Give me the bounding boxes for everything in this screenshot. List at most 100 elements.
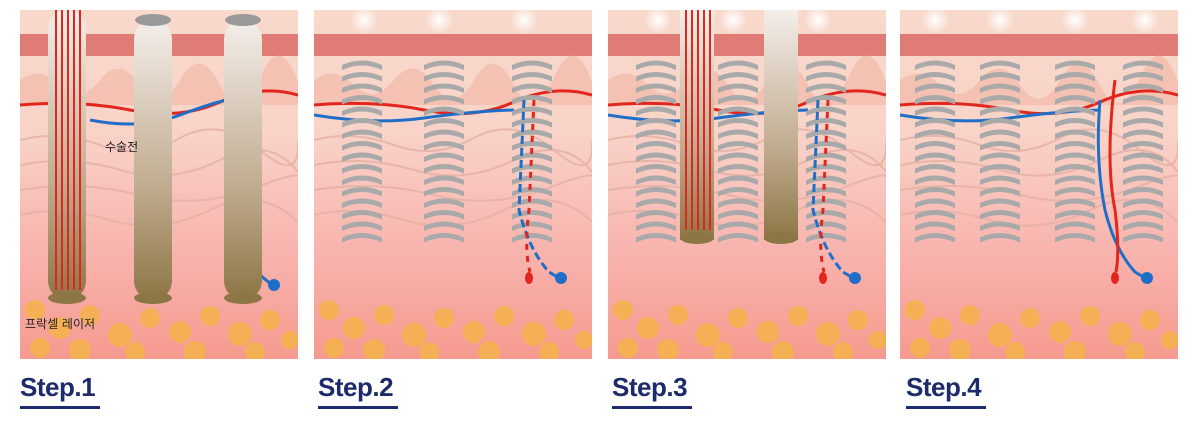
step2-caption: Step.2 bbox=[318, 372, 394, 402]
step3-panel bbox=[608, 10, 886, 359]
coil-ring bbox=[424, 175, 464, 185]
step2-underline bbox=[318, 406, 398, 409]
coil-ring bbox=[915, 60, 955, 70]
coil-ring bbox=[1055, 198, 1095, 208]
coil-ring bbox=[1055, 233, 1095, 243]
coil-ring bbox=[915, 106, 955, 116]
coil-ring bbox=[1123, 221, 1163, 231]
coil-ring bbox=[636, 141, 676, 151]
coil-ring bbox=[806, 210, 846, 220]
annotation-fraxel-laser: 프락셀 레이저 bbox=[25, 317, 96, 331]
coil-ring bbox=[1055, 152, 1095, 162]
coil-ring bbox=[636, 198, 676, 208]
coil-ring bbox=[342, 141, 382, 151]
coil-ring bbox=[424, 221, 464, 231]
coil-ring bbox=[718, 210, 758, 220]
step2-diagram bbox=[314, 10, 592, 359]
coil-ring bbox=[424, 72, 464, 82]
coil-ring bbox=[512, 95, 552, 105]
coil-ring bbox=[424, 141, 464, 151]
step3-diagram bbox=[608, 10, 886, 359]
step3-caption: Step.3 bbox=[612, 372, 688, 402]
coil-ring bbox=[980, 164, 1020, 174]
coil-ring bbox=[980, 60, 1020, 70]
coil-ring bbox=[424, 106, 464, 116]
coil-ring bbox=[512, 118, 552, 128]
coil-ring bbox=[424, 233, 464, 243]
step4-caption: Step.4 bbox=[906, 372, 982, 402]
coil-ring bbox=[636, 129, 676, 139]
coil-ring bbox=[636, 106, 676, 116]
step2-panel bbox=[314, 10, 592, 359]
coil-ring bbox=[424, 129, 464, 139]
coil-ring bbox=[915, 221, 955, 231]
coil-ring bbox=[806, 60, 846, 70]
coil-ring bbox=[1123, 187, 1163, 197]
coil-ring bbox=[1123, 95, 1163, 105]
coil-ring bbox=[1123, 106, 1163, 116]
coil-ring bbox=[980, 95, 1020, 105]
coil-ring bbox=[806, 95, 846, 105]
coil-ring bbox=[806, 187, 846, 197]
coil-ring bbox=[636, 187, 676, 197]
coil-ring bbox=[636, 152, 676, 162]
step1-underline bbox=[20, 406, 100, 409]
coil-ring bbox=[718, 141, 758, 151]
coil-ring bbox=[1123, 83, 1163, 93]
coil-ring bbox=[1123, 60, 1163, 70]
coil-ring bbox=[718, 60, 758, 70]
coil-ring bbox=[915, 141, 955, 151]
coil-ring bbox=[636, 164, 676, 174]
coil-ring bbox=[915, 198, 955, 208]
coil-ring bbox=[342, 118, 382, 128]
step4-underline bbox=[906, 406, 986, 409]
step3-underline bbox=[612, 406, 692, 409]
coil-ring bbox=[1055, 106, 1095, 116]
coil-ring bbox=[718, 221, 758, 231]
coil-ring bbox=[636, 83, 676, 93]
coil-ring bbox=[512, 210, 552, 220]
coil-ring bbox=[424, 198, 464, 208]
coil-ring bbox=[342, 95, 382, 105]
coil-ring bbox=[636, 95, 676, 105]
coil-ring bbox=[1055, 60, 1095, 70]
coil-ring bbox=[342, 129, 382, 139]
coil-ring bbox=[636, 175, 676, 185]
coil-ring bbox=[342, 221, 382, 231]
coil-ring bbox=[915, 210, 955, 220]
coil-ring bbox=[980, 187, 1020, 197]
coil-ring bbox=[915, 72, 955, 82]
coil-ring bbox=[342, 60, 382, 70]
coil-ring bbox=[915, 233, 955, 243]
coil-ring bbox=[980, 152, 1020, 162]
coil-ring bbox=[980, 118, 1020, 128]
coil-ring bbox=[980, 221, 1020, 231]
coil-ring bbox=[915, 129, 955, 139]
coil-ring bbox=[1055, 72, 1095, 82]
coil-ring bbox=[424, 152, 464, 162]
coil-ring bbox=[806, 175, 846, 185]
coil-ring bbox=[980, 210, 1020, 220]
step1-panel: 수술전 프락셀 레이저 bbox=[20, 10, 298, 359]
coil-ring bbox=[512, 187, 552, 197]
coil-ring bbox=[1123, 164, 1163, 174]
coil-ring bbox=[718, 72, 758, 82]
coil-ring bbox=[1123, 152, 1163, 162]
coil-ring bbox=[718, 175, 758, 185]
coil-ring bbox=[636, 210, 676, 220]
step1-caption: Step.1 bbox=[20, 372, 96, 402]
coil-ring bbox=[915, 95, 955, 105]
coil-ring bbox=[636, 118, 676, 128]
coil-ring bbox=[980, 72, 1020, 82]
coil-ring bbox=[806, 106, 846, 116]
coil-ring bbox=[980, 233, 1020, 243]
coil-ring bbox=[980, 141, 1020, 151]
coil-ring bbox=[424, 60, 464, 70]
coil-ring bbox=[980, 175, 1020, 185]
step4-panel bbox=[900, 10, 1178, 359]
coil-ring bbox=[915, 187, 955, 197]
coil-ring bbox=[806, 198, 846, 208]
coil-ring bbox=[1055, 210, 1095, 220]
coil-ring bbox=[1123, 129, 1163, 139]
coil-ring bbox=[342, 106, 382, 116]
